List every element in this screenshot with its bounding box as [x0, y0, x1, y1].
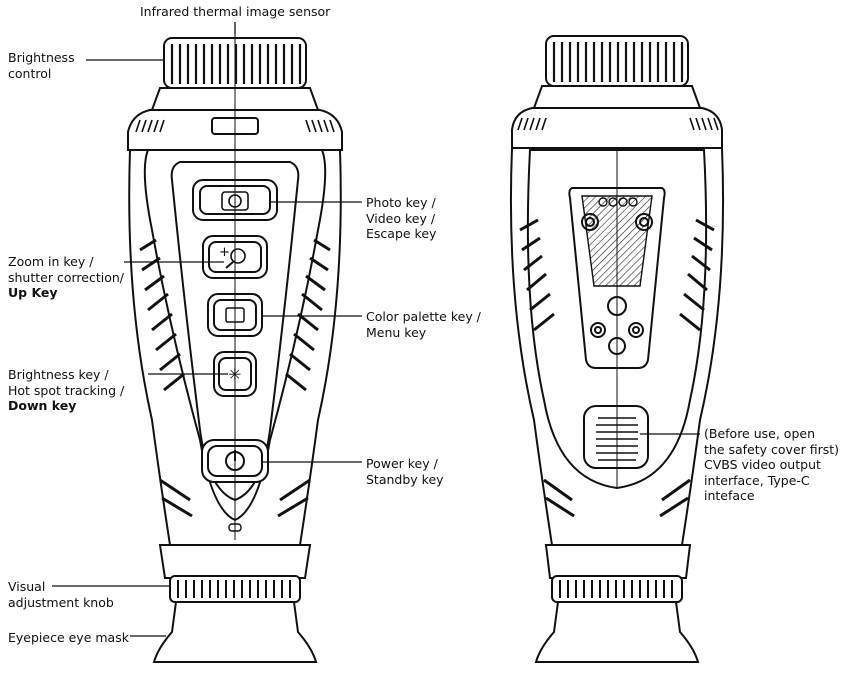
label-brightness-key: Brightness key / Hot spot tracking / Dow…: [8, 367, 125, 413]
label-sensor: Infrared thermal image sensor: [140, 4, 331, 19]
label-visual-knob: Visual adjustment knob: [8, 579, 114, 610]
label-power-key: Power key / Standby key: [366, 456, 444, 487]
label-palette-key: Color palette key / Menu key: [366, 309, 481, 340]
label-brightness-control: Brightness control: [8, 50, 75, 81]
leader-lines: [52, 22, 700, 637]
label-cover-note: (Before use, open the safety cover first…: [704, 426, 840, 503]
label-photo-key: Photo key / Video key / Escape key: [366, 195, 437, 241]
svg-text:+: +: [219, 245, 230, 260]
front-view: + ✳: [127, 22, 343, 663]
label-eyepiece: Eyepiece eye mask: [8, 630, 129, 645]
label-zoom-key: Zoom in key / shutter correction/ Up Key: [8, 254, 124, 300]
eyepiece-eye-mask: [152, 601, 318, 663]
safety-cover: [583, 405, 649, 469]
back-view: [509, 35, 725, 663]
